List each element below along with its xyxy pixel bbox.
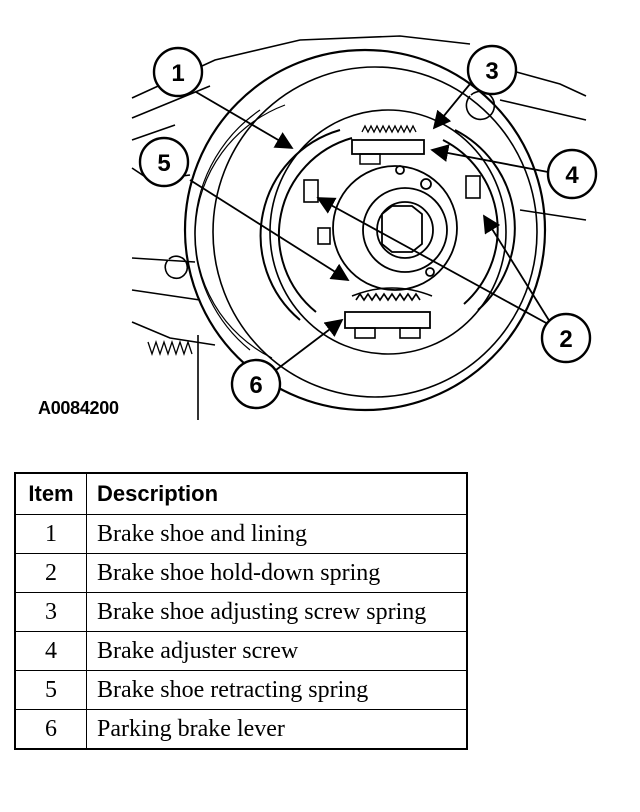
row-item: 2 [14, 553, 87, 593]
table-header-row: Item Description [14, 472, 468, 515]
header-item: Item [14, 472, 87, 515]
chassis-lines [131, 35, 587, 420]
header-description: Description [86, 472, 468, 515]
table-row: 1 Brake shoe and lining [14, 514, 468, 554]
figure-code: A0084200 [38, 398, 119, 418]
backing-plate [183, 48, 547, 412]
row-description: Brake adjuster screw [86, 631, 468, 671]
row-description: Brake shoe hold-down spring [86, 553, 468, 593]
hub [332, 165, 458, 291]
callout-3: 3 [485, 58, 498, 85]
callout-4: 4 [565, 162, 579, 189]
brake-assembly-figure: 1 3 5 4 2 6 A0084200 [38, 35, 598, 420]
row-item: 5 [14, 670, 87, 710]
callout-circles [138, 44, 598, 410]
table-row: 5 Brake shoe retracting spring [14, 670, 468, 710]
spring-coil [147, 339, 193, 357]
row-description: Brake shoe retracting spring [86, 670, 468, 710]
hold-down-clips [303, 175, 481, 245]
leader-lines [189, 83, 551, 371]
callout-6: 6 [249, 372, 262, 399]
legend-table: Item Description 1 Brake shoe and lining… [14, 472, 468, 750]
row-item: 1 [14, 514, 87, 554]
callout-5: 5 [157, 150, 170, 177]
brake-drawing: 1 3 5 4 2 6 [131, 35, 598, 420]
table-row: 2 Brake shoe hold-down spring [14, 553, 468, 593]
row-description: Parking brake lever [86, 709, 468, 750]
table-row: 3 Brake shoe adjusting screw spring [14, 592, 468, 632]
row-item: 6 [14, 709, 87, 750]
row-description: Brake shoe and lining [86, 514, 468, 554]
top-spring [351, 124, 425, 165]
table-row: 4 Brake adjuster screw [14, 631, 468, 671]
callout-2: 2 [559, 326, 572, 353]
row-item: 3 [14, 592, 87, 632]
bottom-adjuster [344, 287, 433, 339]
callout-1: 1 [171, 60, 184, 87]
table-row: 6 Parking brake lever [14, 709, 468, 750]
row-item: 4 [14, 631, 87, 671]
row-description: Brake shoe adjusting screw spring [86, 592, 468, 632]
